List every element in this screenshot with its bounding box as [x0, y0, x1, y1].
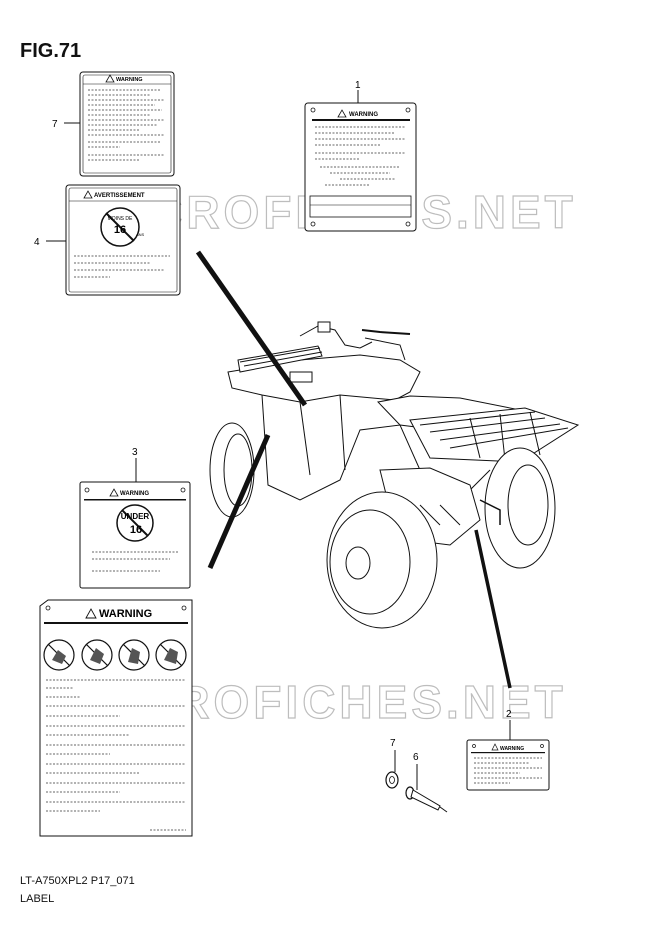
- label-5-warning: WARNING: [116, 77, 143, 83]
- label-2: 2 WARNING: [466, 709, 550, 791]
- label-pointers: [195, 250, 512, 689]
- label-3: 3 WARNING UNDER 16: [79, 447, 191, 589]
- label-4-number: 16: [114, 224, 126, 236]
- label-5: 7 WARNING: [52, 71, 175, 177]
- callout-1: 1: [355, 80, 361, 91]
- label-3-warning: WARNING: [120, 491, 149, 497]
- label-4-moins-de: MOINS DE: [108, 216, 133, 222]
- part-6-rivet: 6: [405, 752, 448, 813]
- part-7-washer: 7: [385, 738, 399, 789]
- label-3-number: 16: [130, 524, 142, 536]
- label-big-warning: WARNING: [39, 599, 193, 837]
- callout-4: 4: [34, 237, 40, 248]
- figure-title: FIG.71: [20, 40, 82, 62]
- label-1-warning: WARNING: [349, 112, 378, 118]
- label-3-under: UNDER: [121, 512, 150, 521]
- label-4: 4 AVERTISSEMENT MOINS DE 16 ANS: [34, 184, 181, 296]
- label-4-ans: ANS: [136, 232, 145, 237]
- figure-code: LT-A750XPL2 P17_071: [20, 875, 135, 887]
- label-4-avertissement: AVERTISSEMENT: [94, 193, 145, 199]
- callout-2: 2: [506, 709, 512, 720]
- section-label: LABEL: [20, 893, 55, 905]
- label-2-warning: WARNING: [500, 746, 524, 752]
- callout-7: 7: [390, 738, 396, 749]
- callout-5: 7: [52, 119, 58, 130]
- callout-3: 3: [132, 447, 138, 458]
- label-1: 1 WARNING: [304, 80, 417, 232]
- callout-6: 6: [413, 752, 419, 763]
- atv-illustration: [209, 321, 580, 629]
- label-big-warning-title: WARNING: [99, 608, 152, 620]
